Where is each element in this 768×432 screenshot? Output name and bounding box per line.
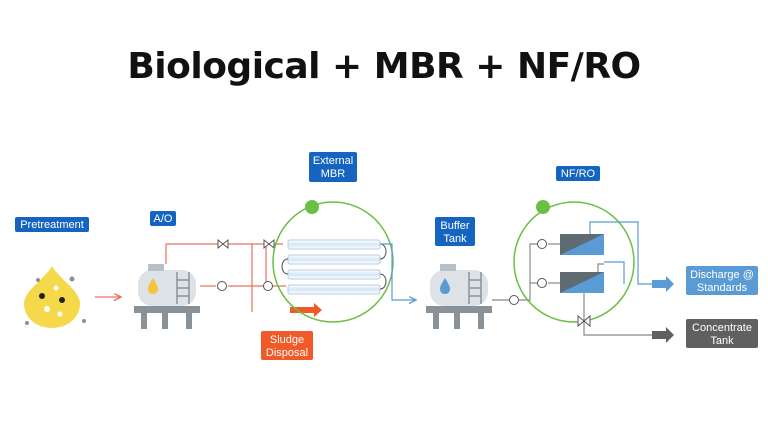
svg-text:A/O: A/O bbox=[154, 213, 173, 225]
svg-text:Concentrate: Concentrate bbox=[692, 322, 752, 334]
permeate-flow-arrow bbox=[380, 243, 416, 300]
wastewater-drop-icon bbox=[24, 266, 86, 328]
ao-label: A/O bbox=[150, 211, 176, 226]
membrane-modules-icon bbox=[281, 239, 387, 295]
feed-pipes bbox=[165, 243, 286, 312]
discharge-arrow-icon bbox=[652, 276, 674, 292]
valve-icon bbox=[577, 314, 591, 328]
page-title: Biological + MBR + NF/RO bbox=[127, 46, 641, 87]
svg-text:Sludge: Sludge bbox=[270, 334, 304, 346]
ao-tank-icon bbox=[134, 264, 200, 329]
valve-icon bbox=[217, 238, 275, 250]
svg-text:Discharge @: Discharge @ bbox=[690, 269, 754, 281]
external-mbr-label: External MBR bbox=[309, 152, 357, 182]
sludge-arrow-icon bbox=[290, 303, 322, 317]
nfro-label: NF/RO bbox=[556, 166, 600, 181]
svg-text:Disposal: Disposal bbox=[266, 347, 308, 359]
pump-icon bbox=[217, 281, 273, 291]
nfro-feed-pipes bbox=[492, 243, 560, 301]
mbr-boundary bbox=[272, 201, 394, 323]
svg-text:Tank: Tank bbox=[443, 233, 467, 245]
buffer-tank-icon bbox=[426, 264, 492, 329]
discharge-label: Discharge @ Standards bbox=[686, 266, 758, 295]
svg-text:Tank: Tank bbox=[710, 335, 734, 347]
svg-text:NF/RO: NF/RO bbox=[561, 168, 596, 180]
svg-text:MBR: MBR bbox=[321, 168, 346, 180]
svg-text:Pretreatment: Pretreatment bbox=[20, 219, 84, 231]
pump-icon bbox=[509, 239, 547, 305]
sludge-disposal-label: Sludge Disposal bbox=[261, 331, 313, 360]
svg-text:Standards: Standards bbox=[697, 282, 748, 294]
buffer-tank-label: Buffer Tank bbox=[435, 217, 475, 246]
svg-text:Buffer: Buffer bbox=[440, 220, 469, 232]
nfro-membrane-icon bbox=[560, 234, 604, 293]
nfro-boundary bbox=[513, 201, 635, 323]
pretreatment-label: Pretreatment bbox=[15, 217, 89, 232]
svg-text:External: External bbox=[313, 155, 353, 167]
nfro-status-dot bbox=[536, 200, 550, 214]
concentrate-tank-label: Concentrate Tank bbox=[686, 319, 758, 348]
concentrate-arrow-icon bbox=[652, 327, 674, 343]
concentrate-pipes bbox=[583, 263, 652, 336]
permeate-pipes bbox=[589, 221, 652, 285]
mbr-status-dot bbox=[305, 200, 319, 214]
